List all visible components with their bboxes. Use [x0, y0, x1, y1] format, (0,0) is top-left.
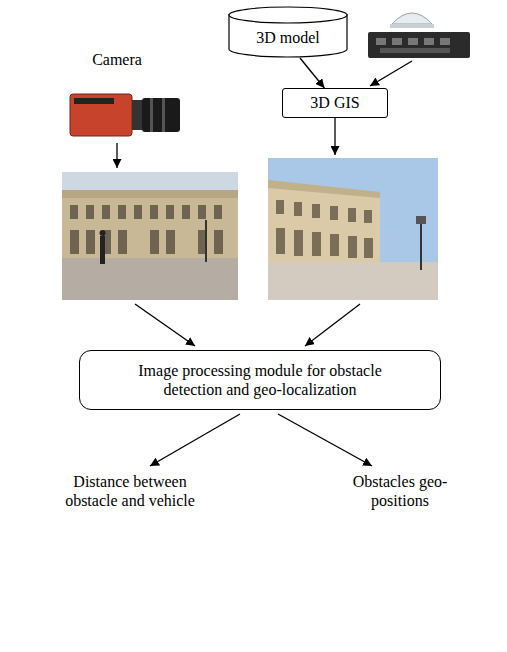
- arrow: [116, 143, 117, 168]
- photo-lamp: [420, 222, 422, 270]
- gps-picture: [368, 13, 470, 58]
- photo-building: [268, 186, 380, 262]
- process-box: Image processing module for obstacle det…: [79, 350, 441, 410]
- process-box: 3D GIS: [282, 88, 388, 118]
- camera-badge: [74, 98, 114, 104]
- arrow: [305, 304, 360, 346]
- gps-receiver: [368, 32, 470, 58]
- lens-ring: [150, 98, 153, 132]
- gps-panel: [380, 48, 450, 53]
- photo-lamp-head: [416, 216, 426, 224]
- camera-photo: [62, 172, 238, 300]
- node-text: Image processing module for obstacle det…: [118, 361, 403, 399]
- gps-antenna: [392, 13, 432, 24]
- synthetic-photo: [268, 158, 438, 300]
- photo-roof: [268, 180, 380, 198]
- camera-body: [70, 94, 132, 136]
- arrow: [150, 414, 240, 466]
- arrow: [278, 414, 372, 466]
- photo-roof: [62, 190, 238, 198]
- gps-port: [376, 38, 386, 45]
- photo-windows: [70, 205, 223, 254]
- gps-port: [424, 38, 434, 45]
- photo-person: [100, 236, 105, 264]
- gps-port: [440, 38, 450, 45]
- flow-arrow: [300, 58, 324, 88]
- photo-windows: [276, 200, 373, 258]
- camera-picture: [70, 94, 180, 136]
- arrow: [334, 118, 335, 155]
- output-label: Distance between obstacle and vehicle: [48, 472, 213, 510]
- gps-antenna-base: [390, 24, 434, 28]
- arrow: [135, 304, 195, 346]
- camera-mount: [132, 100, 142, 130]
- photo-person-head: [100, 230, 106, 236]
- device-label: Camera: [62, 50, 172, 69]
- photo-sky: [62, 172, 238, 300]
- arrow: [370, 61, 412, 86]
- node-text: 3D model: [256, 28, 320, 47]
- photo-sky: [268, 158, 438, 300]
- photo-ground: [62, 258, 238, 300]
- gps-port: [392, 38, 402, 45]
- photo-ground: [268, 262, 438, 300]
- database-cylinder: 3D model: [228, 6, 348, 58]
- cylinder-top: [229, 7, 347, 23]
- photo-lamp: [205, 220, 207, 262]
- output-label: Obstacles geo-positions: [338, 472, 463, 510]
- node-text: 3D GIS: [310, 93, 359, 112]
- lens-ring: [162, 98, 165, 132]
- camera-lens: [142, 98, 180, 132]
- gps-port: [408, 38, 418, 45]
- photo-building: [62, 196, 238, 258]
